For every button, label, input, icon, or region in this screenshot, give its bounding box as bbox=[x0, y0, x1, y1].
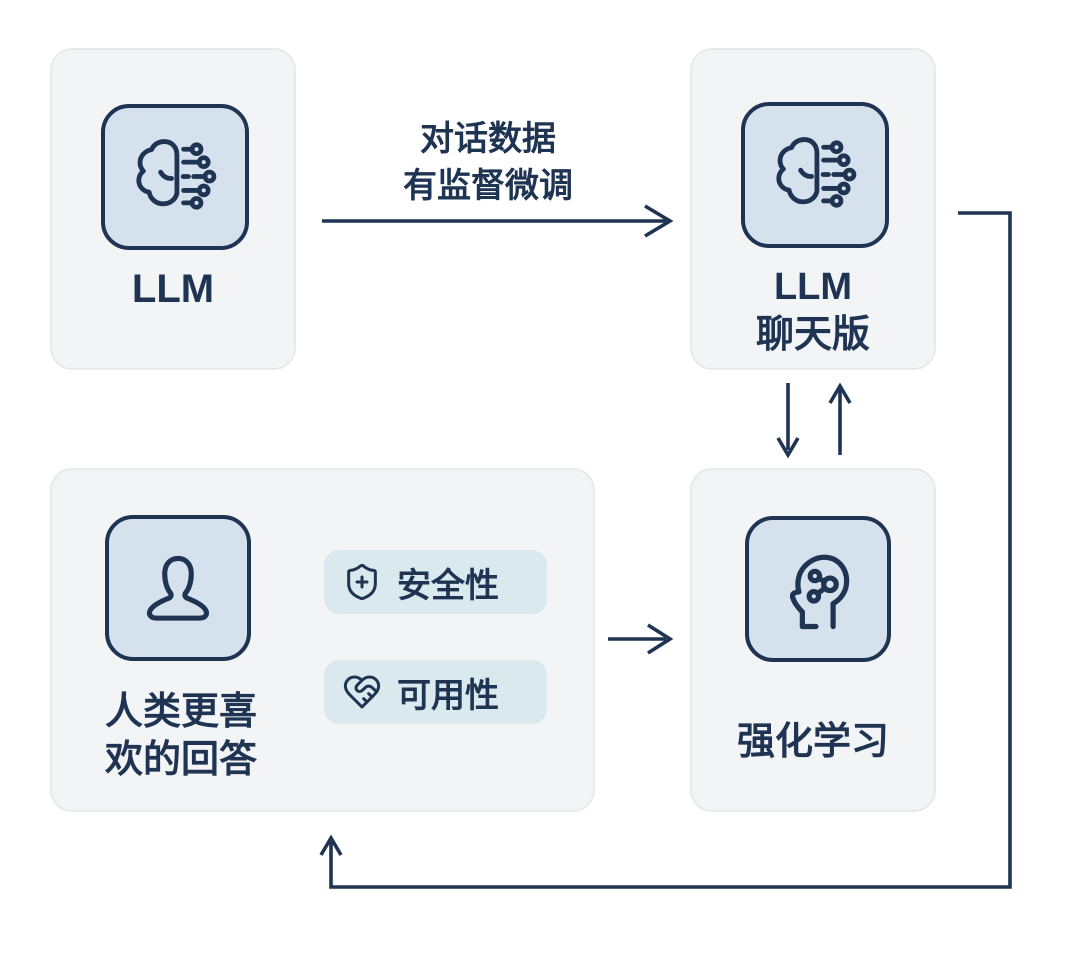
person-bust-icon bbox=[146, 555, 210, 621]
llm-chat-title: LLM 聊天版 bbox=[692, 263, 934, 359]
llm-chat-title-line1: LLM bbox=[773, 266, 853, 308]
sft-arrow-label: 对话数据有监督微调 bbox=[320, 116, 656, 210]
card-llm: LLM bbox=[50, 48, 296, 370]
llm-chat-title-line2: 聊天版 bbox=[755, 314, 870, 356]
sft-label-line1: 对话数据 bbox=[420, 120, 556, 158]
shield-plus-icon bbox=[347, 563, 377, 601]
heart-handshake-icon bbox=[343, 675, 381, 709]
sft-arrow bbox=[322, 204, 674, 238]
card-rl: 强化学习 bbox=[690, 468, 936, 812]
safety-pill: 安全性 bbox=[324, 550, 547, 614]
llm-tile bbox=[101, 104, 249, 250]
rl-to-chat-arrow bbox=[828, 382, 852, 455]
usability-pill: 可用性 bbox=[324, 660, 547, 724]
usability-pill-label: 可用性 bbox=[397, 676, 499, 715]
llm-title: LLM bbox=[131, 267, 215, 311]
human-pref-title-line2: 欢的回答 bbox=[105, 739, 258, 781]
person-tile bbox=[105, 515, 251, 661]
human-pref-title: 人类更喜欢的回答 bbox=[105, 688, 593, 784]
human-pref-title-line1: 人类更喜 bbox=[105, 691, 258, 733]
card-llm-chat: LLM 聊天版 bbox=[690, 48, 936, 370]
sft-label-line2: 有监督微调 bbox=[403, 167, 573, 205]
chat-to-rl-arrow bbox=[776, 383, 800, 459]
pref-to-rl-arrow bbox=[608, 623, 674, 655]
brain-circuit-icon bbox=[776, 137, 857, 208]
card-human-pref: 人类更喜欢的回答 安全性 可用性 bbox=[50, 468, 595, 812]
safety-pill-label: 安全性 bbox=[397, 566, 499, 605]
rl-title: 强化学习 bbox=[736, 721, 889, 763]
rl-tile bbox=[745, 516, 891, 662]
llm-chat-tile bbox=[741, 102, 889, 248]
head-network-icon bbox=[789, 554, 850, 630]
brain-circuit-icon bbox=[136, 139, 217, 210]
